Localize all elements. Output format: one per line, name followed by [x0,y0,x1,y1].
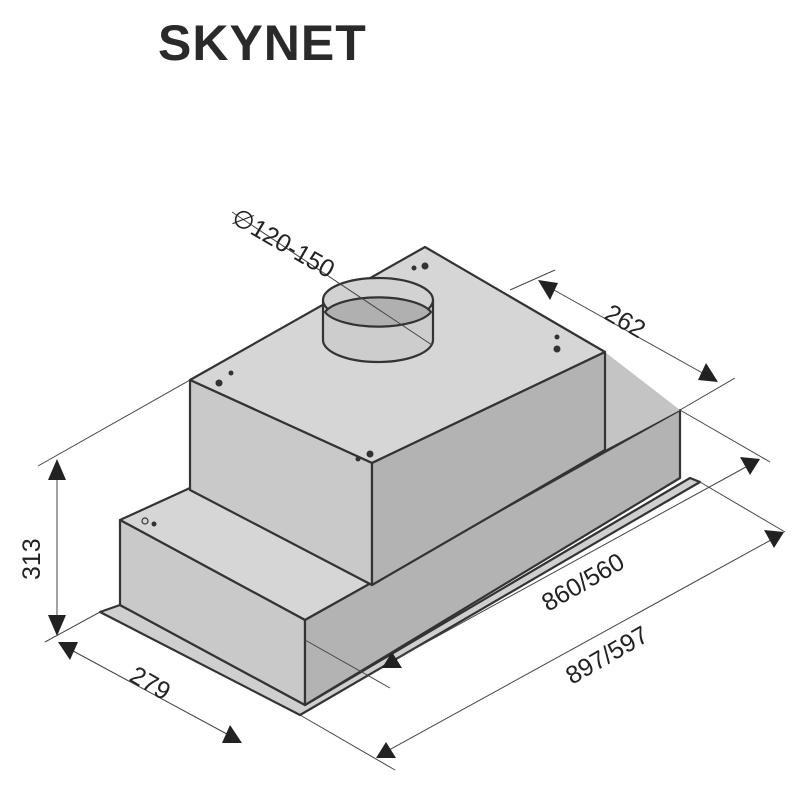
dimension-lines [37,211,786,771]
duct-collar [321,276,435,364]
arrow-279-start [58,642,78,660]
product-title: SKYNET [158,15,367,71]
arrow-897-start [376,742,396,758]
arrow-313-top [48,459,66,480]
depth-top-label: 262 [600,299,650,344]
dimension-arrows [48,280,784,758]
arrow-860-end [740,457,760,475]
arrow-262-start [538,280,558,300]
depth-bottom-label: 279 [125,661,175,706]
mounting-holes [141,262,561,527]
duct-diameter-label: ∅120-150 [227,203,339,284]
height-label: 313 [18,538,46,580]
arrow-313-bottom [48,615,66,636]
arrow-262-end [698,363,718,382]
outer-width-label: 897/597 [561,621,653,690]
inner-width-label: 860/560 [537,548,629,617]
arrow-279-end [222,725,242,743]
arrow-860-start [382,652,402,668]
lower-box-back-top [605,352,680,450]
arrow-897-end [764,530,784,548]
upper-box-side [370,350,607,587]
